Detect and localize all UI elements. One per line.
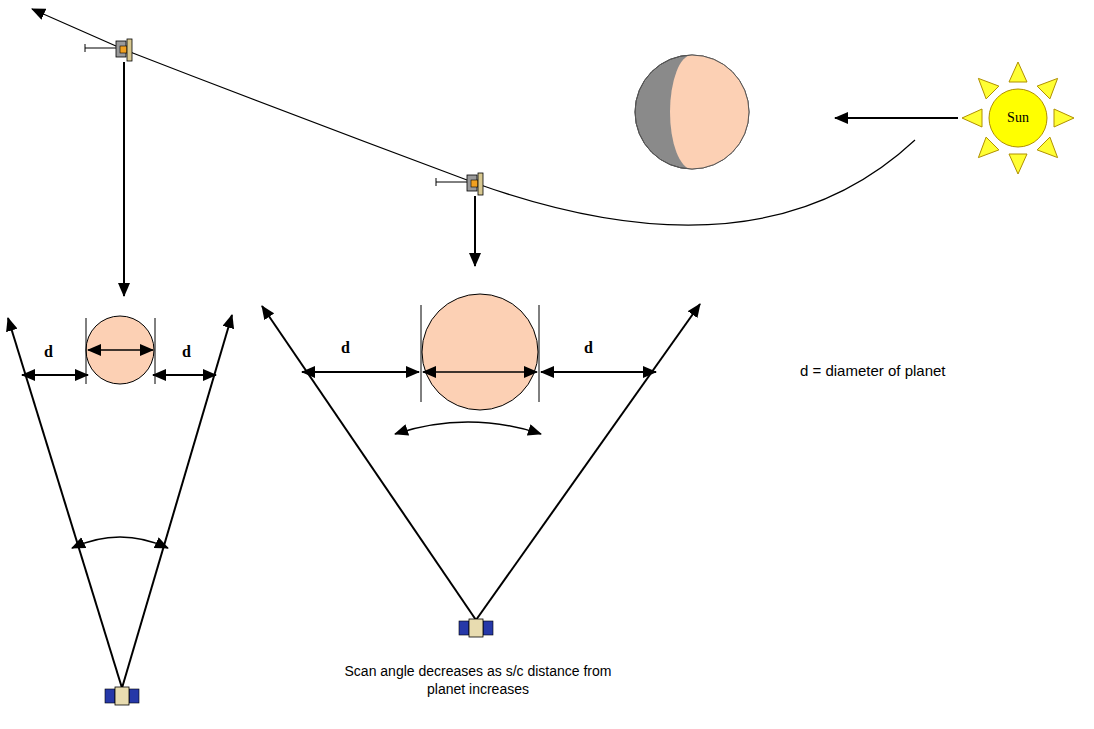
- view-arrow: [123, 62, 125, 296]
- sun-label: Sun: [1007, 110, 1029, 126]
- planet-phase: [635, 55, 749, 169]
- trajectory: [32, 9, 915, 225]
- legend-note: d = diameter of planet: [800, 362, 946, 379]
- dimension-label: d: [182, 343, 191, 361]
- dimension-label: d: [584, 339, 593, 357]
- sunlight-arrow: [835, 117, 958, 119]
- view-arrow: [474, 196, 476, 266]
- probe-near: [436, 173, 483, 195]
- sun-circle: Sun: [988, 88, 1048, 148]
- dimension-label: d: [44, 343, 53, 361]
- far-view: [8, 315, 232, 705]
- probe-far: [85, 39, 132, 61]
- near-view: [262, 294, 700, 637]
- caption-note: Scan angle decreases as s/c distance fro…: [343, 663, 613, 698]
- sun-rays: [962, 62, 1074, 174]
- dimension-label: d: [341, 339, 350, 357]
